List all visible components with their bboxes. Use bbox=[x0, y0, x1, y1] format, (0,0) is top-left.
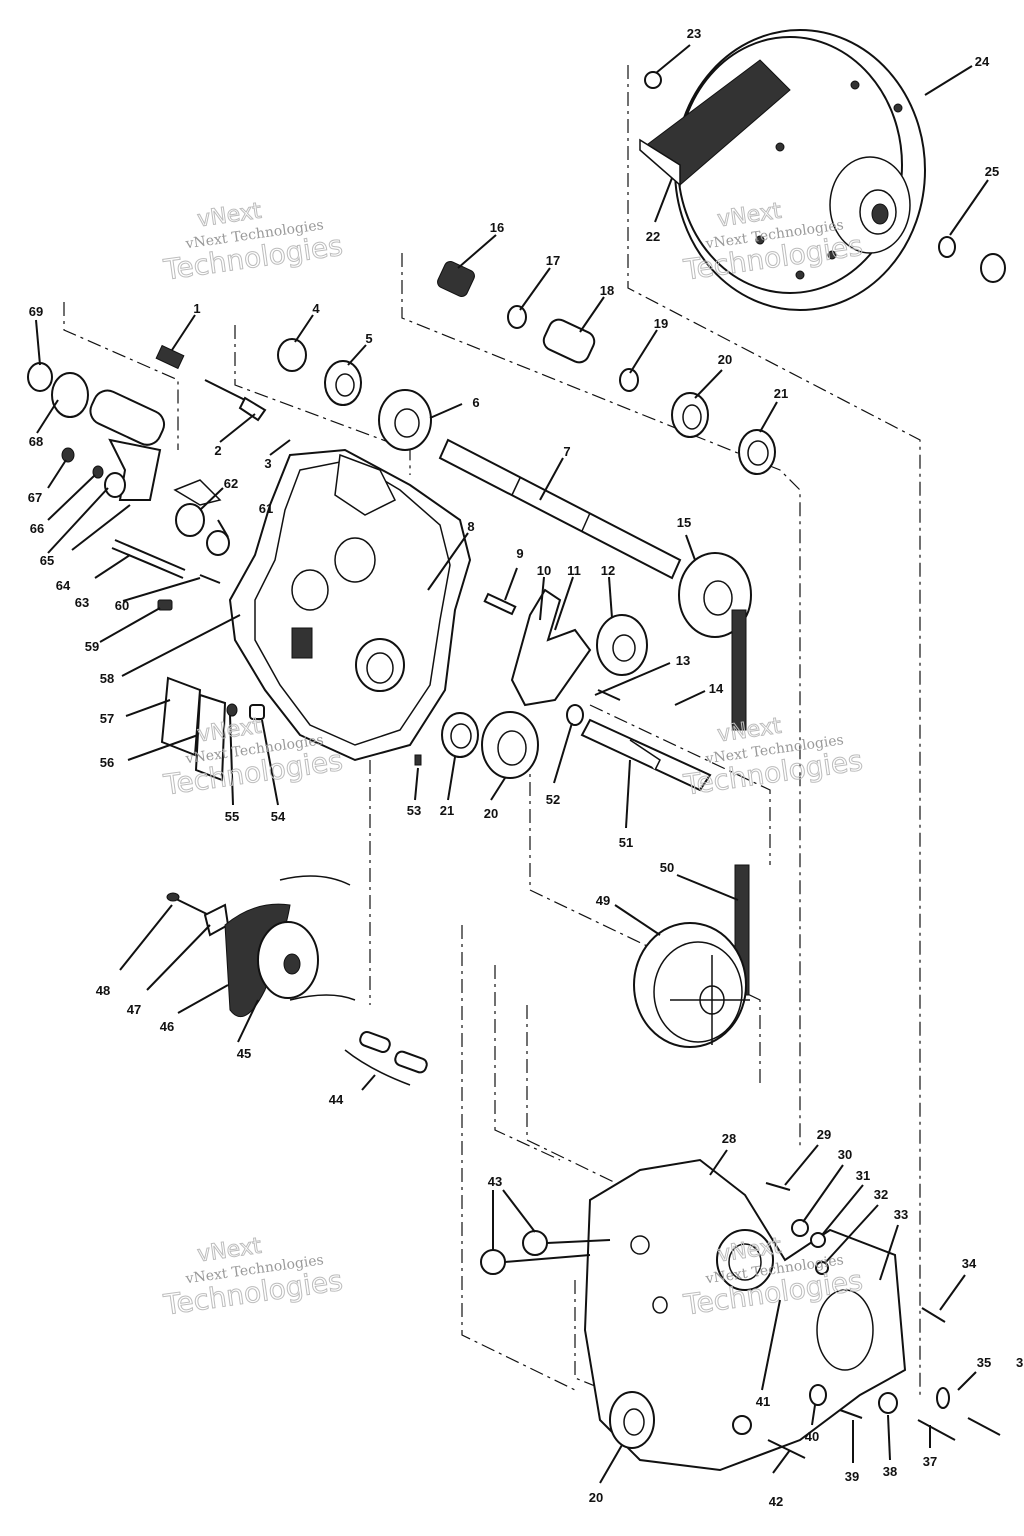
leader-lines bbox=[35, 44, 989, 1484]
callout-21: 21 bbox=[774, 386, 788, 401]
callout-4: 4 bbox=[312, 301, 320, 316]
callout-17: 17 bbox=[546, 253, 560, 268]
callout-1: 1 bbox=[193, 301, 200, 316]
callout-42: 42 bbox=[769, 1494, 783, 1509]
callout-38: 38 bbox=[883, 1464, 897, 1479]
drive-chain bbox=[731, 609, 750, 996]
callout-28: 28 bbox=[722, 1131, 736, 1146]
callout-53: 53 bbox=[407, 803, 421, 818]
shift-lever-parts bbox=[27, 338, 432, 556]
callout-16: 16 bbox=[490, 220, 504, 235]
callout-10: 10 bbox=[537, 563, 551, 578]
cable-and-pins bbox=[111, 539, 221, 611]
callout-31: 31 bbox=[856, 1168, 870, 1183]
callout-62: 62 bbox=[224, 476, 238, 491]
callout-44: 44 bbox=[329, 1092, 344, 1107]
callout-36-partial: 3 bbox=[1016, 1355, 1023, 1370]
cover-fasteners bbox=[480, 1182, 1001, 1459]
callout-8: 8 bbox=[467, 519, 474, 534]
callout-2: 2 bbox=[214, 443, 221, 458]
callout-65: 65 bbox=[40, 553, 54, 568]
callout-60: 60 bbox=[115, 598, 129, 613]
callout-45: 45 bbox=[237, 1046, 251, 1061]
gear-12 bbox=[596, 614, 648, 676]
callout-39: 39 bbox=[845, 1469, 859, 1484]
callout-67: 67 bbox=[28, 490, 42, 505]
callout-18: 18 bbox=[600, 283, 614, 298]
callout-58: 58 bbox=[100, 671, 114, 686]
callout-49: 49 bbox=[596, 893, 610, 908]
callout-33: 33 bbox=[894, 1207, 908, 1222]
callout-23: 23 bbox=[687, 26, 701, 41]
callout-46: 46 bbox=[160, 1019, 174, 1034]
callout-15: 15 bbox=[677, 515, 691, 530]
callout-24: 24 bbox=[975, 54, 990, 69]
shift-shaft bbox=[580, 718, 712, 792]
callout-41: 41 bbox=[756, 1394, 770, 1409]
callout-52: 52 bbox=[546, 792, 560, 807]
callout-61: 61 bbox=[259, 501, 273, 516]
callout-3: 3 bbox=[264, 456, 271, 471]
sprocket-assembly bbox=[166, 875, 356, 1018]
callout-21b: 21 bbox=[440, 803, 454, 818]
callout-47: 47 bbox=[127, 1002, 141, 1017]
callout-34: 34 bbox=[962, 1256, 977, 1271]
callout-20: 20 bbox=[718, 352, 732, 367]
master-link bbox=[344, 1030, 428, 1086]
detent-parts bbox=[160, 676, 265, 782]
callout-43: 43 bbox=[488, 1174, 502, 1189]
callout-20c: 20 bbox=[589, 1490, 603, 1505]
callout-54: 54 bbox=[271, 809, 286, 824]
callout-55: 55 bbox=[225, 809, 239, 824]
callout-13: 13 bbox=[676, 653, 690, 668]
callout-63: 63 bbox=[75, 595, 89, 610]
callout-6: 6 bbox=[472, 395, 479, 410]
callout-29: 29 bbox=[817, 1127, 831, 1142]
callout-11: 11 bbox=[567, 563, 581, 578]
callout-48: 48 bbox=[96, 983, 110, 998]
callout-56: 56 bbox=[100, 755, 114, 770]
callout-66: 66 bbox=[30, 521, 44, 536]
clutch-washers bbox=[644, 71, 1006, 283]
callout-labels: 1 2 3 4 5 6 7 8 9 10 11 12 13 14 15 16 1… bbox=[28, 26, 1023, 1509]
callout-14: 14 bbox=[709, 681, 724, 696]
drive-clutch bbox=[674, 29, 926, 311]
main-shaft bbox=[438, 438, 682, 580]
callout-25: 25 bbox=[985, 164, 999, 179]
callout-69: 69 bbox=[29, 304, 43, 319]
gear-49 bbox=[633, 922, 750, 1048]
callout-12: 12 bbox=[601, 563, 615, 578]
callout-64: 64 bbox=[56, 578, 71, 593]
callout-37: 37 bbox=[923, 1454, 937, 1469]
callout-57: 57 bbox=[100, 711, 114, 726]
callout-59: 59 bbox=[85, 639, 99, 654]
callout-7: 7 bbox=[563, 444, 570, 459]
transmission-housing bbox=[228, 448, 472, 762]
shift-fork bbox=[510, 588, 621, 707]
callout-35: 35 bbox=[977, 1355, 991, 1370]
output-bearings bbox=[414, 592, 584, 779]
callout-68: 68 bbox=[29, 434, 43, 449]
shaft-parts-top bbox=[437, 261, 776, 475]
callout-32: 32 bbox=[874, 1187, 888, 1202]
callout-9: 9 bbox=[516, 546, 523, 561]
callout-30: 30 bbox=[838, 1147, 852, 1162]
callout-22: 22 bbox=[646, 229, 660, 244]
phantom-lines bbox=[63, 65, 921, 1399]
callout-19: 19 bbox=[654, 316, 668, 331]
callout-50: 50 bbox=[660, 860, 674, 875]
callout-20b: 20 bbox=[484, 806, 498, 821]
callout-40: 40 bbox=[805, 1429, 819, 1444]
callout-5: 5 bbox=[365, 331, 372, 346]
callout-51: 51 bbox=[619, 835, 633, 850]
drive-belt bbox=[639, 59, 791, 187]
